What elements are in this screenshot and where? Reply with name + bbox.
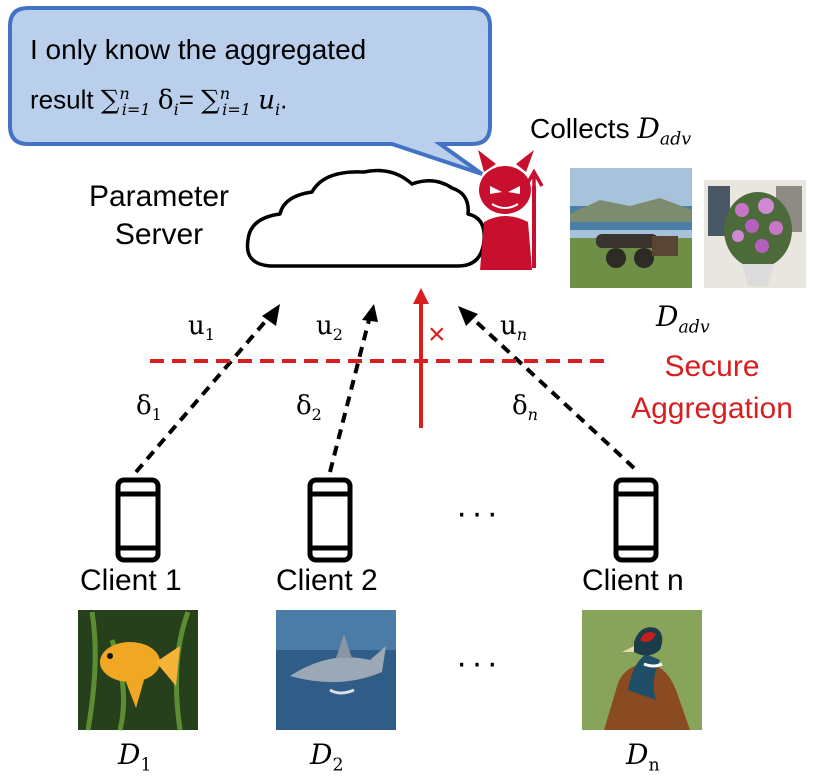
update-arrow-1 (134, 314, 272, 474)
update-label-2: u2 (316, 310, 343, 344)
dataset-sub: adv (678, 317, 710, 338)
cloud-icon (245, 168, 486, 268)
dataset-sub: adv (659, 129, 692, 150)
dataset-sub: 2 (332, 755, 344, 776)
server-label-line-1: Parameter (88, 180, 230, 213)
arrowhead-n (458, 306, 478, 326)
arrowhead-1 (262, 304, 280, 326)
client-dataset-label-n: Dn (626, 738, 660, 776)
dataset-var: D (118, 738, 141, 771)
u-index: 2 (332, 325, 343, 345)
delta-index: i (173, 99, 179, 119)
u-symbol: u (258, 85, 275, 116)
collects-label: Collects Dadv (530, 112, 691, 150)
sum-upper: n (219, 84, 231, 103)
parameter-server-label: Parameter Server (74, 178, 244, 254)
goldfish-photo (78, 610, 198, 731)
dataset-var: D (626, 738, 649, 771)
equals-sign: = (178, 84, 194, 115)
delta-index: 1 (151, 405, 162, 425)
clients-ellipsis: ··· (456, 494, 502, 532)
sum-symbol: ∑ (201, 85, 220, 116)
u-index: i (274, 99, 281, 119)
smartphone-icon (115, 477, 161, 563)
delta-label-2: δ2 (296, 390, 322, 424)
secure-line-2: Aggregation (631, 392, 793, 425)
dataset-sub: 1 (140, 755, 152, 776)
sum-upper: n (119, 84, 130, 103)
arrowhead-2 (362, 304, 378, 322)
blocked-mark: × (428, 318, 446, 351)
u-symbol: u (500, 311, 517, 341)
cannon-photo (570, 168, 692, 288)
update-arrow-n (468, 314, 636, 470)
speech-bubble (8, 6, 492, 176)
client-label-1: Client 1 (80, 564, 182, 597)
delta-symbol: δ (296, 391, 312, 421)
delta-label-1: δ1 (136, 390, 162, 424)
secure-aggregation-label: Secure Aggregation (612, 346, 812, 430)
dataset-var: D (310, 738, 333, 771)
images-ellipsis: ··· (456, 644, 502, 682)
blocked-arrowhead (413, 288, 429, 304)
client-label-2: Client 2 (276, 564, 378, 597)
devil-icon (478, 150, 544, 270)
u-symbol: u (316, 311, 333, 341)
pheasant-photo (582, 610, 702, 730)
sum-lower: i=1 (121, 99, 151, 119)
bubble-line-2: result ∑ni=1 δi= ∑ni=1 ui. (30, 84, 287, 119)
client-dataset-label-2: D2 (310, 738, 344, 776)
flowers-photo (704, 168, 806, 288)
client-label-n: Client n (582, 564, 684, 597)
dataset-var: D (656, 300, 679, 333)
delta-symbol: δ (157, 85, 174, 116)
delta-label-n: δn (512, 390, 538, 424)
dataset-var: D (637, 112, 660, 145)
u-symbol: u (188, 311, 205, 341)
update-label-1: u1 (188, 310, 215, 344)
sum-lower: i=1 (222, 99, 251, 119)
delta-symbol: δ (136, 391, 152, 421)
u-index: n (516, 325, 528, 345)
bubble-line-2-prefix: result (30, 84, 101, 115)
shark-photo (276, 610, 396, 730)
bubble-line-1: I only know the aggregated (30, 34, 367, 65)
update-label-n: un (500, 310, 527, 344)
delta-index: n (527, 405, 539, 425)
server-label-line-2: Server (114, 218, 204, 251)
delta-index: 2 (311, 405, 322, 425)
secure-line-1: Secure (664, 350, 760, 383)
collects-text: Collects (530, 113, 638, 144)
sum-symbol: ∑ (100, 85, 120, 116)
u-index: 1 (204, 325, 215, 345)
period: . (280, 84, 288, 115)
smartphone-icon (307, 477, 353, 563)
update-arrow-2 (328, 315, 372, 473)
client-dataset-label-1: D1 (118, 738, 152, 776)
delta-symbol: δ (512, 391, 528, 421)
smartphone-icon (613, 477, 659, 563)
dataset-sub: n (648, 755, 660, 776)
adversary-dataset-label: Dadv (656, 300, 710, 338)
